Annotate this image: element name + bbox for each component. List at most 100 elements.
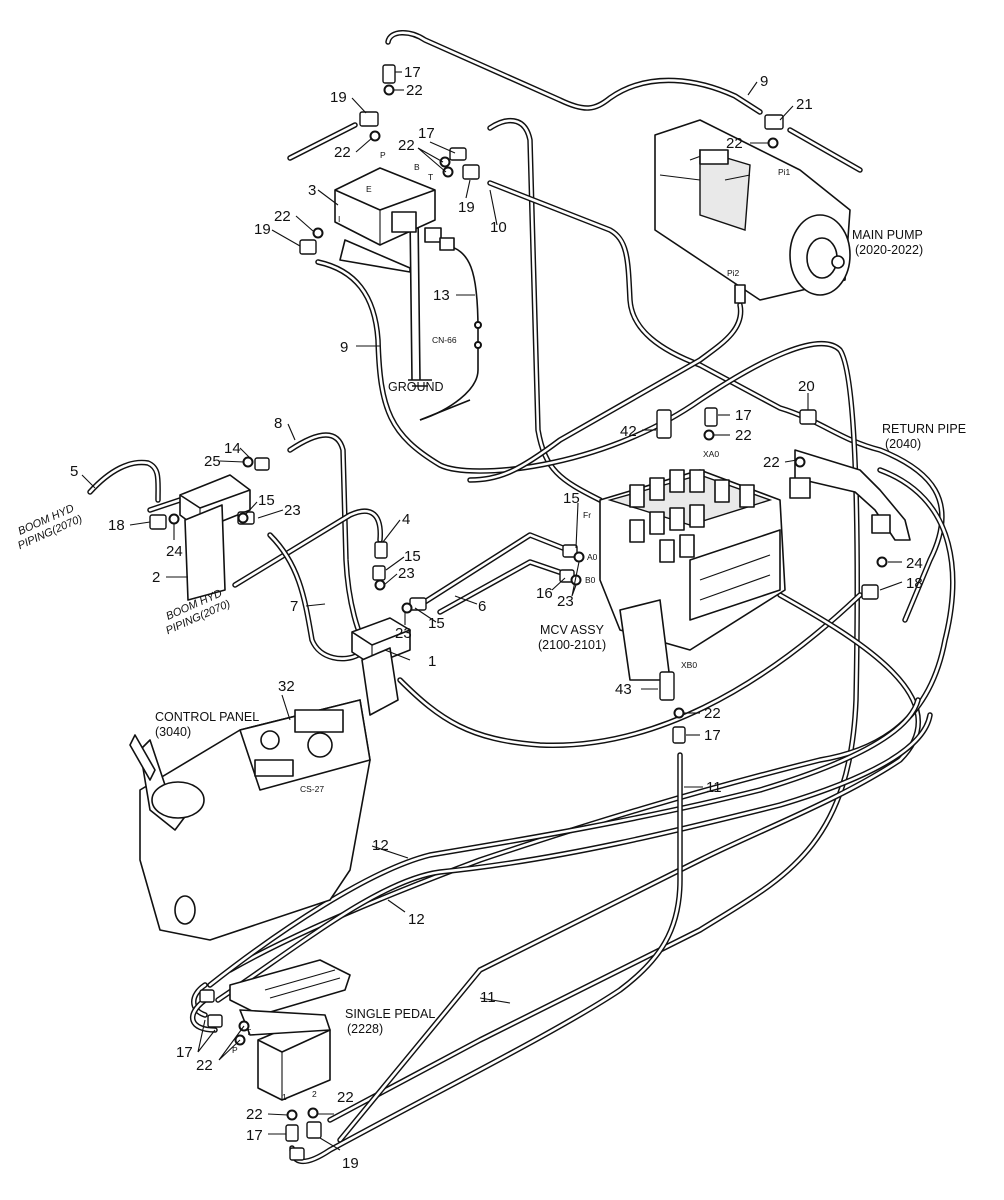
callout-22-i: 22 xyxy=(196,1057,213,1074)
callout-22-b: 22 xyxy=(334,144,351,161)
single-pedal xyxy=(229,959,351,1101)
callout-9-a: 9 xyxy=(340,339,348,356)
callout-19-d: 19 xyxy=(342,1155,359,1172)
callout-22-k: 22 xyxy=(337,1089,354,1106)
remote-valve xyxy=(334,167,455,273)
callout-22-c: 22 xyxy=(398,137,415,154)
leader-lines xyxy=(81,71,903,1151)
callout-10: 10 xyxy=(490,219,507,236)
callout-12-a: 12 xyxy=(372,837,389,854)
mcv-assy-name: MCV ASSY xyxy=(540,623,605,637)
port-b0: B0 xyxy=(585,575,596,585)
callout-42: 42 xyxy=(620,423,637,440)
callout-22-j: 22 xyxy=(246,1106,263,1123)
return-pipe-code: (2040) xyxy=(885,437,921,451)
callout-18-a: 18 xyxy=(108,517,125,534)
callout-22-a: 22 xyxy=(406,82,423,99)
port-xb0: XB0 xyxy=(681,660,697,670)
valve-port-e: E xyxy=(366,184,372,194)
port-xa0: XA0 xyxy=(703,449,719,459)
callout-17-c: 17 xyxy=(735,407,752,424)
control-panel-code: (3040) xyxy=(155,725,191,739)
control-panel-name: CONTROL PANEL xyxy=(155,710,259,724)
valve-port-b: B xyxy=(414,162,420,172)
callout-22-h: 22 xyxy=(704,705,721,722)
callout-8: 8 xyxy=(274,415,282,432)
callout-3: 3 xyxy=(308,182,316,199)
callout-12-b: 12 xyxy=(408,911,425,928)
callout-17-d: 17 xyxy=(704,727,721,744)
return-pipe-name: RETURN PIPE xyxy=(882,422,966,436)
callout-22-f: 22 xyxy=(735,427,752,444)
pedal-port-2: 2 xyxy=(312,1089,317,1099)
main-pump-name: MAIN PUMP xyxy=(852,228,923,242)
hose-group xyxy=(87,30,956,1165)
port-labels: Pi1 Pi2 XA0 XB0 Fr A0 B0 E P B T I T P 1… xyxy=(232,150,791,1102)
callout-13: 13 xyxy=(433,287,450,304)
part-callouts: 17 22 19 22 17 22 3 19 22 19 10 13 9 9 2… xyxy=(70,64,923,1172)
connector-cn66: CN-66 xyxy=(432,335,457,345)
main-pump xyxy=(654,119,851,304)
callout-9-b: 9 xyxy=(760,73,768,90)
callout-19-a: 19 xyxy=(330,89,347,106)
control-panel xyxy=(129,699,371,941)
pedal-port-1: 1 xyxy=(282,1092,287,1102)
callout-1: 1 xyxy=(428,653,436,670)
callout-43: 43 xyxy=(615,681,632,698)
callout-23-a: 23 xyxy=(284,502,301,519)
assembly-labels: MAIN PUMP (2020-2022) RETURN PIPE (2040)… xyxy=(16,228,966,1036)
callout-17-b: 17 xyxy=(418,125,435,142)
callout-5: 5 xyxy=(70,463,78,480)
callout-32: 32 xyxy=(278,678,295,695)
port-a0: A0 xyxy=(587,552,598,562)
main-pump-code: (2020-2022) xyxy=(855,243,923,257)
callout-11-b: 11 xyxy=(480,989,496,1006)
callout-14: 14 xyxy=(224,440,241,457)
port-pi1: Pi1 xyxy=(778,167,791,177)
callout-20: 20 xyxy=(798,378,815,395)
callout-23-d: 23 xyxy=(557,593,574,610)
valve-port-i: I xyxy=(338,214,340,224)
callout-19-b: 19 xyxy=(458,199,475,216)
callout-24-a: 24 xyxy=(166,543,183,560)
callout-16: 16 xyxy=(536,585,553,602)
callout-24-b: 24 xyxy=(906,555,923,572)
ground-label: GROUND xyxy=(388,380,444,394)
callout-22-g: 22 xyxy=(763,454,780,471)
pedal-port-t: T xyxy=(246,1027,251,1037)
valve-port-p: P xyxy=(380,150,386,160)
fittings xyxy=(149,64,888,1161)
mcv-assembly xyxy=(599,469,786,681)
callout-17-a: 17 xyxy=(404,64,421,81)
callout-23-c: 23 xyxy=(395,625,412,642)
connector-cs27: CS-27 xyxy=(300,784,324,794)
callout-15-d: 15 xyxy=(563,490,580,507)
single-pedal-code: (2228) xyxy=(347,1022,383,1036)
valve-port-t: T xyxy=(428,172,433,182)
callout-21: 21 xyxy=(796,96,813,113)
port-pi2: Pi2 xyxy=(727,268,740,278)
single-pedal-name: SINGLE PEDAL xyxy=(345,1007,435,1021)
callout-2: 2 xyxy=(152,569,160,586)
callout-11-a: 11 xyxy=(706,779,722,796)
callout-7: 7 xyxy=(290,598,298,615)
distribution-block-1 xyxy=(351,617,411,716)
mcv-assy-code: (2100-2101) xyxy=(538,638,606,652)
cable-ground xyxy=(419,399,471,421)
callout-15-a: 15 xyxy=(258,492,275,509)
callout-15-c: 15 xyxy=(428,615,445,632)
return-pipe-fitting xyxy=(789,449,911,541)
callout-19-c: 19 xyxy=(254,221,271,238)
callout-25: 25 xyxy=(204,453,221,470)
callout-18-b: 18 xyxy=(906,575,923,592)
port-fr: Fr xyxy=(583,510,591,520)
callout-4: 4 xyxy=(402,511,410,528)
callout-15-b: 15 xyxy=(404,548,421,565)
callout-22-d: 22 xyxy=(274,208,291,225)
callout-23-b: 23 xyxy=(398,565,415,582)
callout-17-f: 17 xyxy=(246,1127,263,1144)
pedal-port-p: P xyxy=(232,1045,238,1055)
callout-22-e: 22 xyxy=(726,135,743,152)
